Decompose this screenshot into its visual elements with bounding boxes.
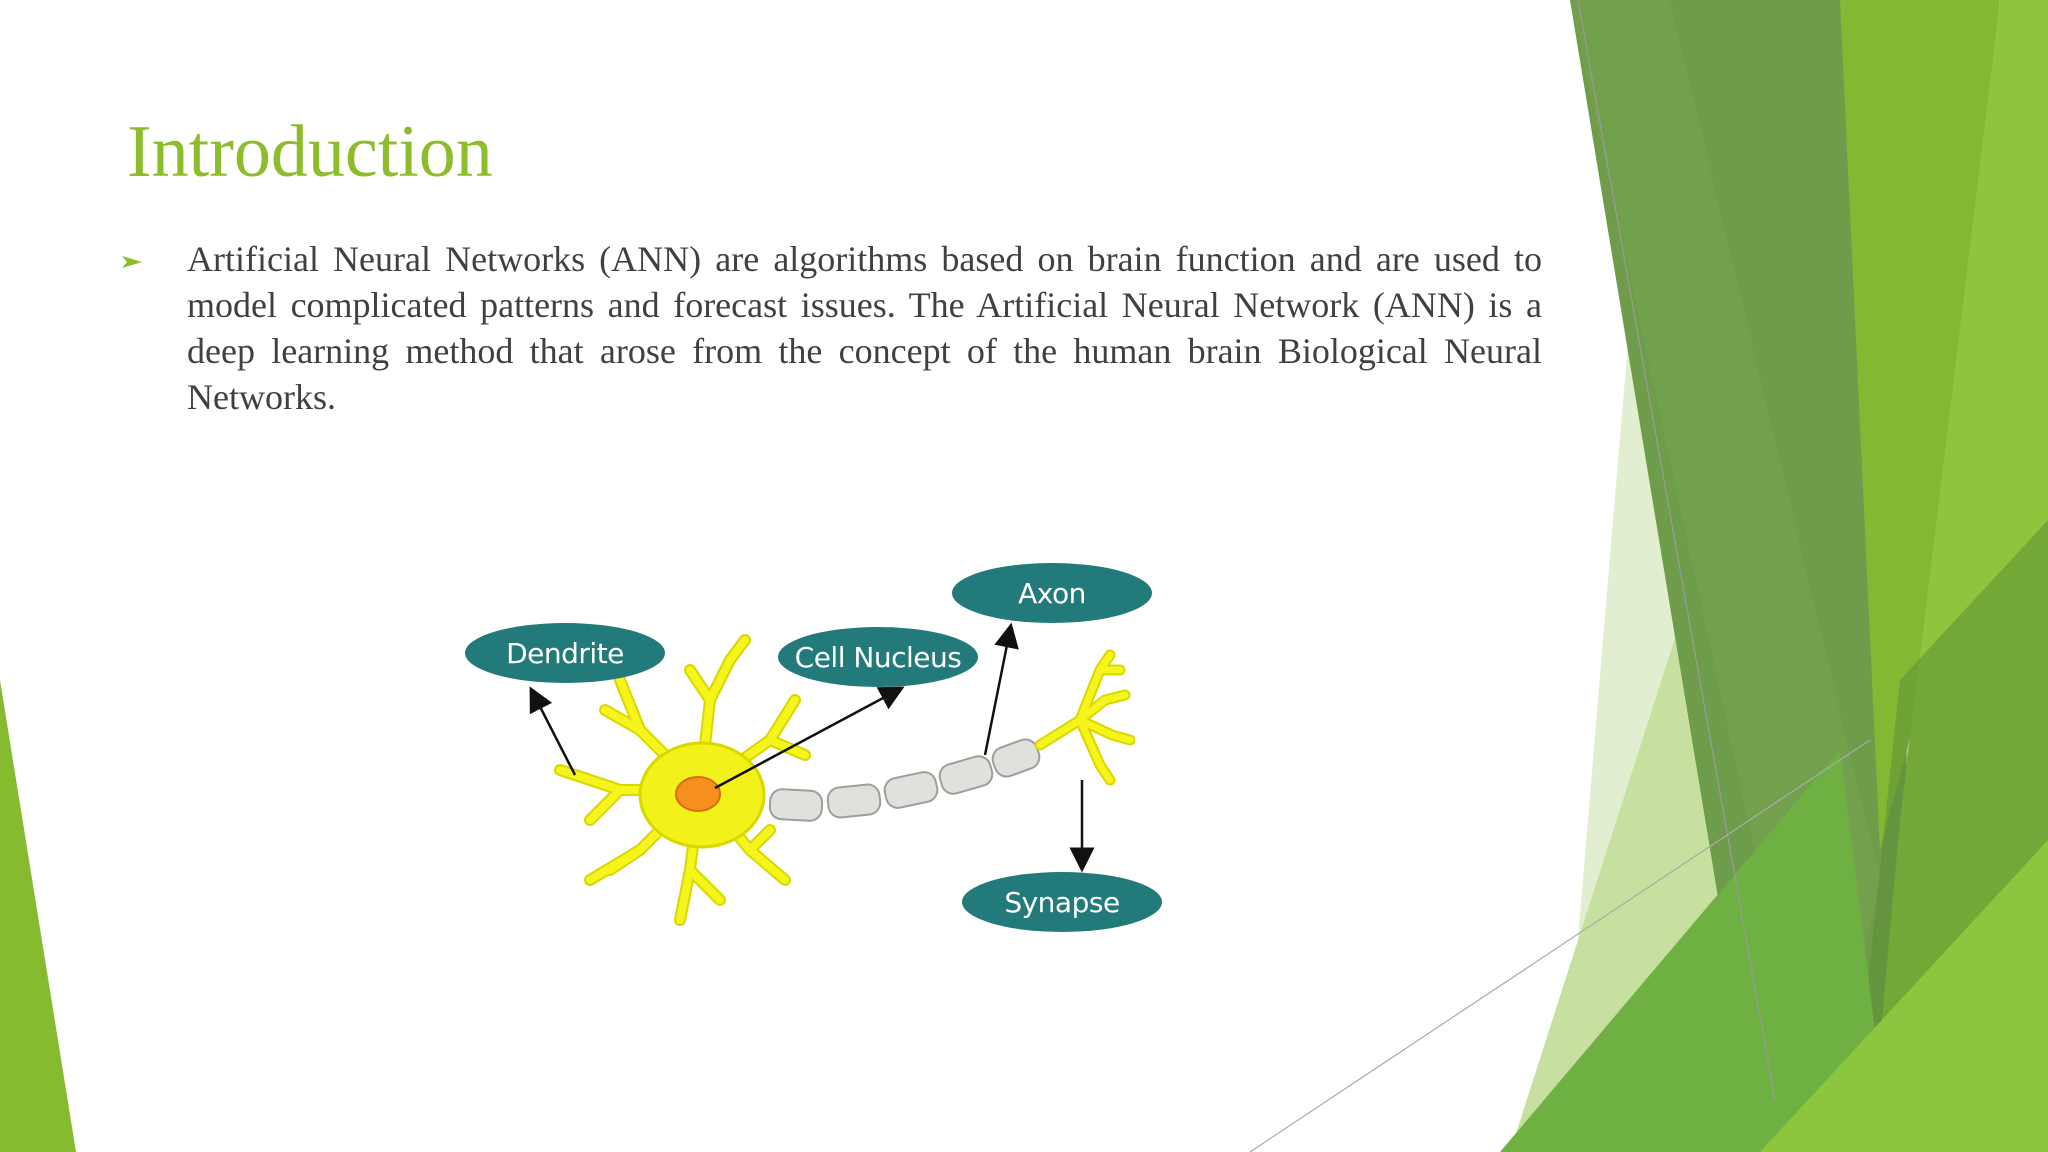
- deco-line-1: [1577, 0, 1776, 1101]
- right-accent-shape-green: [1500, 750, 1890, 1152]
- right-accent-shape-yellowgreen: [1760, 840, 2048, 1152]
- axon-terminal-fill: [1036, 651, 1134, 784]
- label-axon-text: Axon: [1018, 577, 1086, 610]
- label-synapse: Synapse: [962, 872, 1162, 932]
- label-cell-nucleus: Cell Nucleus: [778, 627, 978, 687]
- right-accent-shape-bright: [1840, 0, 2000, 850]
- neuron-diagram: Dendrite Cell Nucleus Axon Synapse: [465, 563, 1162, 932]
- left-accent-shape: [0, 680, 76, 1152]
- cell-nucleus-shape: [675, 776, 721, 812]
- bullet-text: Artificial Neural Networks (ANN) are alg…: [187, 239, 1542, 417]
- slide-title: Introduction: [127, 111, 493, 193]
- deco-line-2: [1249, 739, 1871, 1152]
- triangle-bullet-icon: [122, 256, 142, 268]
- label-cell-nucleus-text: Cell Nucleus: [795, 641, 962, 674]
- label-dendrite-text: Dendrite: [506, 637, 624, 670]
- axon-myelin: [768, 738, 1041, 822]
- label-axon: Axon: [952, 563, 1152, 623]
- label-synapse-text: Synapse: [1004, 886, 1119, 919]
- diagram-arrows: [529, 622, 1095, 873]
- label-dendrite: Dendrite: [465, 623, 665, 683]
